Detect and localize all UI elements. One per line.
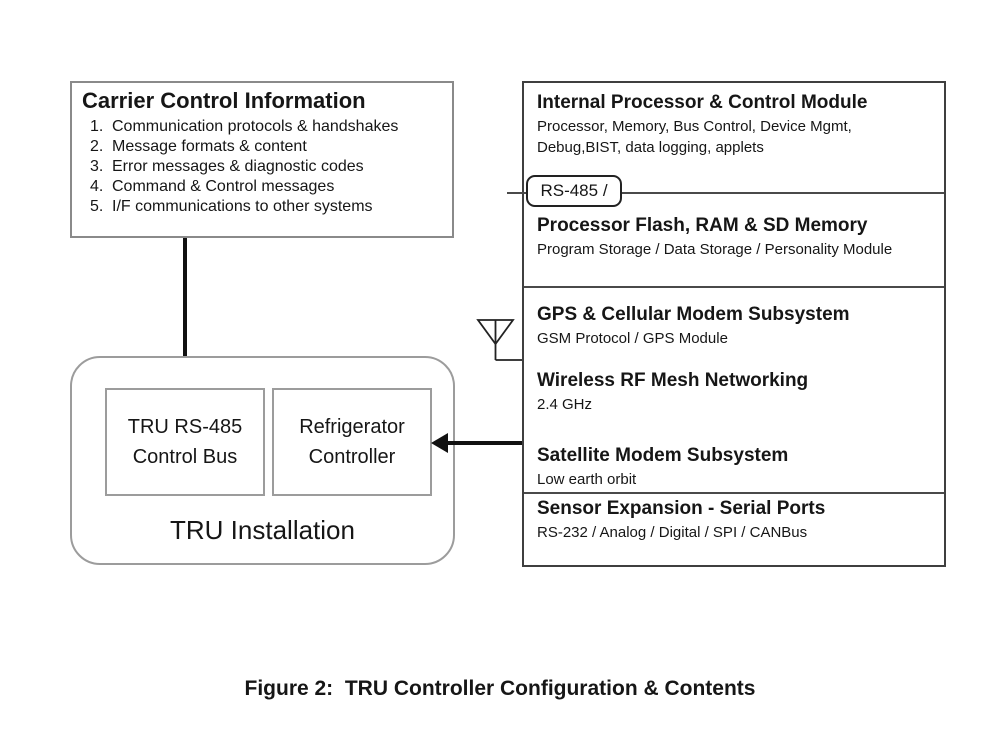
section-subtitle: Low earth orbit bbox=[537, 471, 637, 488]
section-divider bbox=[524, 192, 944, 194]
tru-rs485-control-bus-box: TRU RS-485 Control Bus bbox=[105, 388, 265, 496]
list-item-number: 4. bbox=[90, 178, 104, 195]
section-sensor-expansion: Sensor Expansion - Serial Ports RS-232 /… bbox=[537, 497, 936, 543]
list-item-number: 2. bbox=[90, 138, 104, 155]
section-title: GPS & Cellular Modem Subsystem bbox=[537, 304, 850, 325]
section-title: Processor Flash, RAM & SD Memory bbox=[537, 215, 868, 236]
list-item-text: I/F communications to other systems bbox=[112, 198, 373, 215]
arrow-controller-to-refrigerator-line bbox=[447, 441, 524, 445]
list-item-number: 5. bbox=[90, 198, 104, 215]
carrier-list-item: 3. Error messages & diagnostic codes bbox=[72, 157, 452, 177]
antenna-icon bbox=[476, 319, 526, 361]
section-title: Satellite Modem Subsystem bbox=[537, 445, 789, 466]
list-item-text: Error messages & diagnostic codes bbox=[112, 158, 364, 175]
section-subtitle: Processor, Memory, Bus Control, Device M… bbox=[537, 118, 852, 156]
section-title: Sensor Expansion - Serial Ports bbox=[537, 498, 826, 519]
list-item-text: Communication protocols & handshakes bbox=[112, 118, 399, 135]
section-satellite-modem: Satellite Modem Subsystem Low earth orbi… bbox=[537, 444, 936, 490]
section-subtitle: 2.4 GHz bbox=[537, 396, 593, 413]
section-subtitle: GSM Protocol / GPS Module bbox=[537, 330, 728, 347]
section-gps-cellular: GPS & Cellular Modem Subsystem GSM Proto… bbox=[537, 303, 936, 349]
tru-installation-container: TRU RS-485 Control Bus Refrigerator Cont… bbox=[70, 356, 455, 565]
list-item-number: 1. bbox=[90, 118, 104, 135]
section-wireless-mesh: Wireless RF Mesh Networking 2.4 GHz bbox=[537, 369, 936, 415]
rs485-connector-line bbox=[507, 192, 529, 194]
carrier-control-info-box: Carrier Control Information 1. Communica… bbox=[70, 81, 454, 238]
section-divider bbox=[524, 492, 944, 494]
rs485-port-label: RS-485 / bbox=[526, 175, 622, 207]
arrow-left-icon bbox=[431, 433, 448, 453]
carrier-list-item: 4. Command & Control messages bbox=[72, 177, 452, 197]
carrier-title: Carrier Control Information bbox=[82, 88, 366, 113]
section-internal-processor: Internal Processor & Control Module Proc… bbox=[537, 91, 936, 158]
list-item-text: Command & Control messages bbox=[112, 178, 335, 195]
controller-module-box: RS-485 / Internal Processor & Control Mo… bbox=[507, 81, 946, 567]
figure-caption: Figure 2: TRU Controller Configuration &… bbox=[244, 677, 756, 700]
tru-installation-label: TRU Installation bbox=[170, 515, 355, 545]
arrow-carrier-to-tru-line bbox=[183, 238, 187, 374]
carrier-list-item: 2. Message formats & content bbox=[72, 137, 452, 157]
section-subtitle: Program Storage / Data Storage / Persona… bbox=[537, 241, 893, 258]
section-processor-memory: Processor Flash, RAM & SD Memory Program… bbox=[537, 214, 936, 260]
section-title: Internal Processor & Control Module bbox=[537, 92, 868, 113]
list-item-text: Message formats & content bbox=[112, 138, 307, 155]
list-item-number: 3. bbox=[90, 158, 104, 175]
section-subtitle: RS-232 / Analog / Digital / SPI / CANBus bbox=[537, 524, 808, 541]
carrier-list-item: 5. I/F communications to other systems bbox=[72, 197, 452, 217]
carrier-list-item: 1. Communication protocols & handshakes bbox=[72, 117, 452, 137]
refrigerator-controller-box: Refrigerator Controller bbox=[272, 388, 432, 496]
section-divider bbox=[524, 286, 944, 288]
section-title: Wireless RF Mesh Networking bbox=[537, 370, 809, 391]
